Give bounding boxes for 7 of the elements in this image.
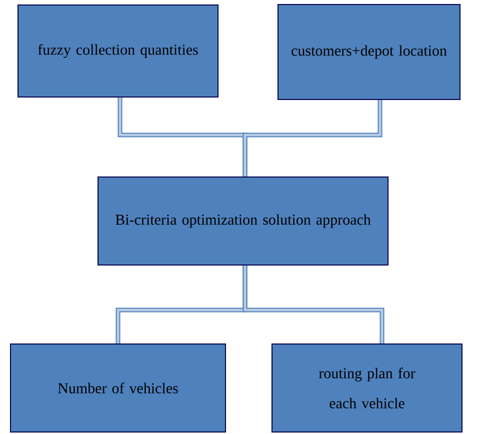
process-box: fuzzy collection quantities xyxy=(18,4,218,98)
process-box: Number of vehicles xyxy=(10,344,226,432)
connector xyxy=(242,100,382,176)
process-box: Bi-criteria optimization solution approach xyxy=(98,176,388,266)
connector xyxy=(242,266,384,344)
process-box: customers+depot location xyxy=(278,4,460,100)
process-box: routing plan for each vehicle xyxy=(272,344,462,432)
